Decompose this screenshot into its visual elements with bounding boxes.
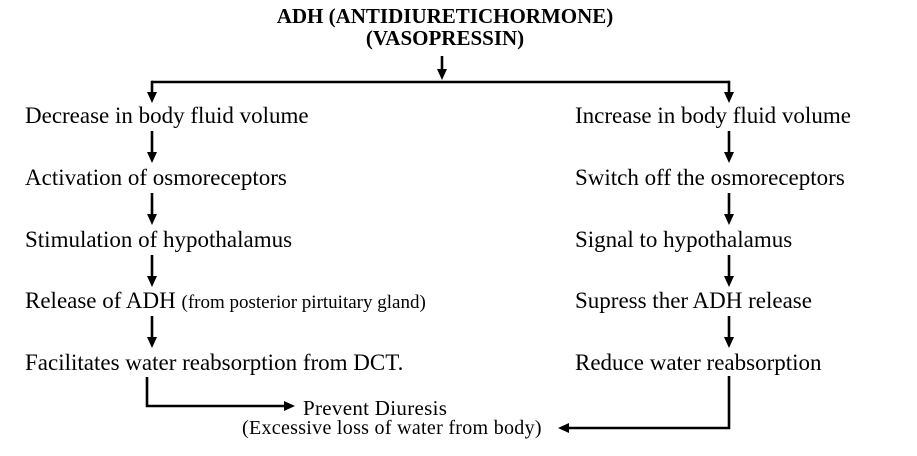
right-step-5: Reduce water reabsorption <box>575 350 822 375</box>
right-step-3: Signal to hypothalamus <box>575 227 793 252</box>
right-step-arrow-4-icon <box>724 316 734 348</box>
right-step-arrow-1-icon <box>724 131 734 163</box>
right-branch-down-arrow-icon <box>724 80 734 103</box>
left-step-arrow-4-icon <box>147 316 157 348</box>
left-outcome-connector-icon <box>145 377 295 411</box>
left-step-5: Facilitates water reabsorption from DCT. <box>25 350 404 375</box>
left-step-arrow-1-icon <box>147 131 157 163</box>
left-step-1: Decrease in body fluid volume <box>25 103 309 128</box>
left-step-2: Activation of osmoreceptors <box>25 165 287 190</box>
left-step-3: Stimulation of hypothalamus <box>25 227 293 252</box>
left-step-4-main: Release of ADH <box>25 288 176 313</box>
right-step-1: Increase in body fluid volume <box>575 103 851 128</box>
outcome-note: (Excessive loss of water from body) <box>242 417 542 439</box>
right-step-2: Switch off the osmoreceptors <box>575 165 845 190</box>
outcome-label: Prevent Diuresis <box>303 396 448 420</box>
right-step-arrow-3-icon <box>724 255 734 287</box>
diagram-title: ADH (ANTIDIURETICHORMONE) (VASOPRESSIN) <box>245 5 645 49</box>
left-step-arrow-2-icon <box>147 193 157 225</box>
title-down-arrow-icon <box>437 56 447 80</box>
left-step-arrow-3-icon <box>147 255 157 287</box>
right-step-arrow-2-icon <box>724 193 734 225</box>
right-outcome-connector-icon <box>558 376 731 433</box>
left-step-4: Release of ADH (from posterior pirtuitar… <box>25 288 426 316</box>
left-branch-down-arrow-icon <box>147 80 157 103</box>
left-step-4-note: (from posterior pirtuitary gland) <box>181 292 426 313</box>
title-line-2: (VASOPRESSIN) <box>365 26 525 50</box>
right-step-4: Supress ther ADH release <box>575 288 812 313</box>
title-line-1: ADH (ANTIDIURETICHORMONE) <box>276 4 614 28</box>
